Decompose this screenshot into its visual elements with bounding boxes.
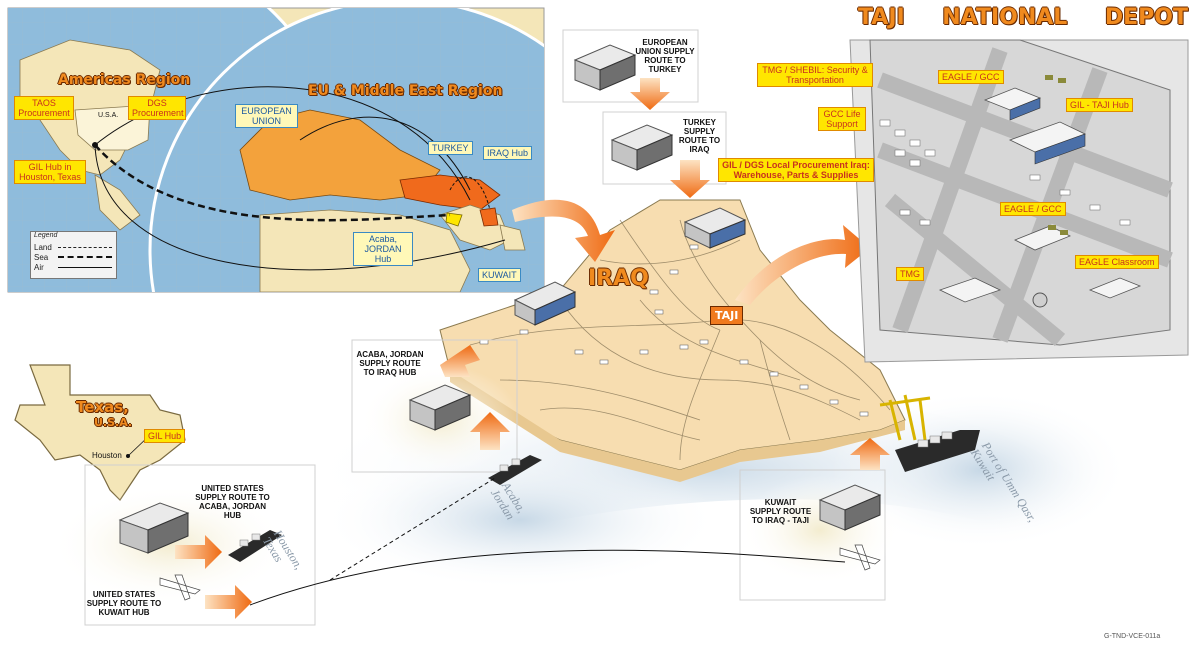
gil-dgs-procurement-label: GIL / DGS Local Procurement Iraq: Wareho… [718,158,874,182]
document-code: G-TND-VCE-011a [1104,633,1161,640]
depot-title-word-2: NATIONAL [942,5,1068,30]
eagle-gcc-label-2: EAGLE / GCC [1000,202,1066,216]
orange-arrows [175,78,890,619]
texas-gil-hub-label: GIL Hub [144,429,186,443]
texas-subtitle: U.S.A. [94,416,133,429]
kuwait-label: KUWAIT [478,268,521,282]
texas-title: Texas, [76,398,129,416]
usa-label: U.S.A. [98,112,119,119]
turkey-label: TURKEY [428,141,473,155]
eagle-classroom-label: EAGLE Classroom [1075,255,1159,269]
legend-sea: Sea [34,252,49,262]
legend-title: Legend [34,232,58,239]
iraq-map [439,199,980,482]
iraq-hub-label: IRAQ Hub [483,146,533,160]
gil-taji-hub-label: GIL - TAJI Hub [1066,98,1133,112]
legend-air: Air [34,262,44,272]
gcc-life-support-label: GCC Life Support [818,107,866,131]
european-union-label: EUROPEAN UNION [235,104,298,128]
tmg-label: TMG [896,267,924,281]
legend-land: Land [34,242,52,252]
iraq-title: IRAQ [588,266,649,291]
eu-me-region-title: EU & Middle East Region [308,83,503,99]
acaba-iraq-route-label: ACABA, JORDAN SUPPLY ROUTE TO IRAQ HUB [356,350,424,377]
acaba-label: Acaba, JORDAN Hub [353,232,413,266]
taji-depot [849,39,1189,363]
tmg-shebil-label: TMG / SHEBIL: Security & Transportation [757,63,873,87]
depot-title-word-1: TAJI [858,5,905,30]
dgs-label: DGS Procurement [128,96,186,120]
depot-title-word-3: DEPOT [1104,5,1188,30]
kuwait-taji-route-label: KUWAIT SUPPLY ROUTE TO IRAQ - TAJI [749,498,812,525]
eagle-gcc-label-1: EAGLE / GCC [938,70,1004,84]
us-kuwait-route-label: UNITED STATES SUPPLY ROUTE TO KUWAIT HUB [86,590,162,617]
us-acaba-route-label: UNITED STATES SUPPLY ROUTE TO ACABA, JOR… [195,484,270,520]
taos-label: TAOS Procurement [14,96,74,120]
gil-hub-label: GIL Hub in Houston, Texas [14,160,86,184]
taji-marker: TAJI [710,306,744,325]
americas-region-title: Americas Region [58,72,191,88]
depot-title: TAJI NATIONAL DEPOT [858,5,1188,30]
houston-label: Houston [92,451,122,460]
turkey-iraq-route-label: TURKEY SUPPLY ROUTE TO IRAQ [678,118,721,154]
map-legend: Legend Land Sea Air [30,231,117,279]
eu-turkey-route-label: EUROPEAN UNION SUPPLY ROUTE TO TURKEY [635,38,695,74]
